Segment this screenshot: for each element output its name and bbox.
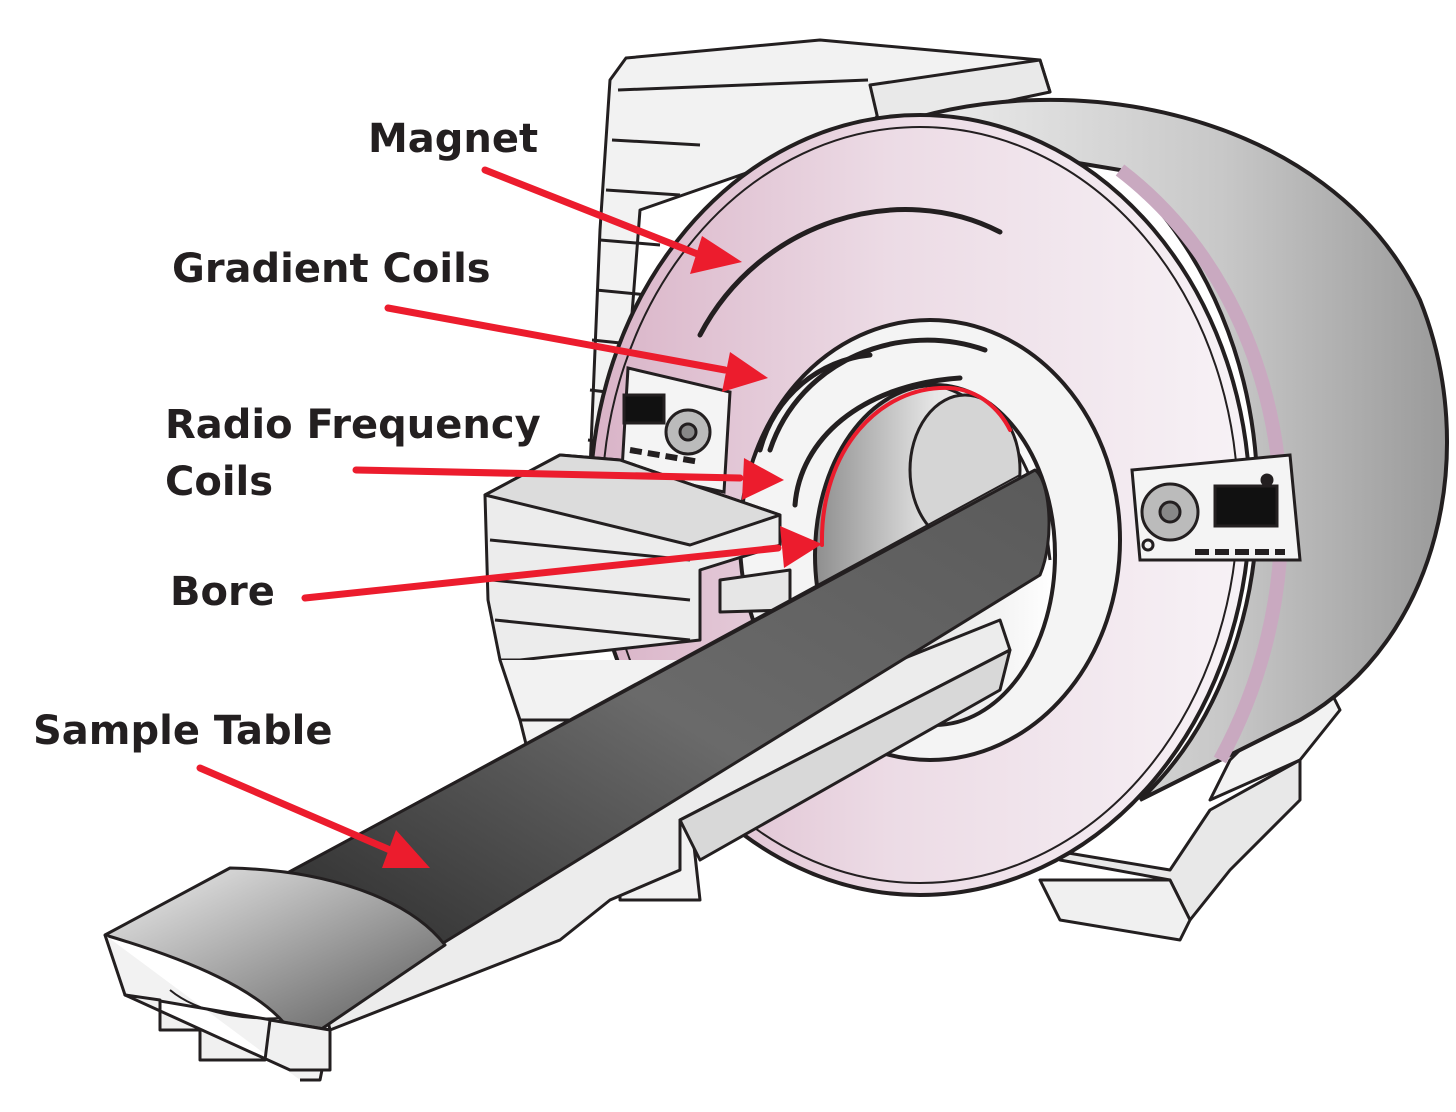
- bore-outline: [819, 385, 1012, 547]
- coil-arcs: [697, 207, 1012, 547]
- control-panel-right: [1130, 453, 1302, 562]
- label-bore: Bore: [170, 569, 275, 615]
- label-gradient-coils: Gradient Coils: [172, 246, 491, 292]
- label-arrows: [196, 166, 822, 868]
- label-rf-coils-line1: Radio Frequency: [165, 402, 541, 448]
- arrow-gradient-coils: [384, 304, 768, 392]
- arrow-magnet: [481, 166, 742, 274]
- sample-table: [103, 468, 1051, 1082]
- arrow-bore: [301, 526, 822, 602]
- magnet-arc: [697, 207, 1003, 338]
- arrow-rf-coils: [352, 458, 784, 500]
- display-screen-icon: [622, 393, 666, 425]
- label-magnet: Magnet: [368, 116, 539, 162]
- display-screen-icon: [1213, 484, 1279, 528]
- control-pad-icon: [1140, 482, 1200, 542]
- control-pad-icon: [664, 408, 712, 456]
- label-sample-table: Sample Table: [33, 708, 333, 754]
- rf-arc: [792, 375, 963, 508]
- arrow-sample-table: [196, 764, 430, 868]
- gradient-arc-inner: [757, 352, 873, 453]
- control-panel-left: [620, 366, 732, 494]
- magnet-drum: [872, 97, 1449, 802]
- label-rf-coils-line2: Coils: [165, 459, 274, 505]
